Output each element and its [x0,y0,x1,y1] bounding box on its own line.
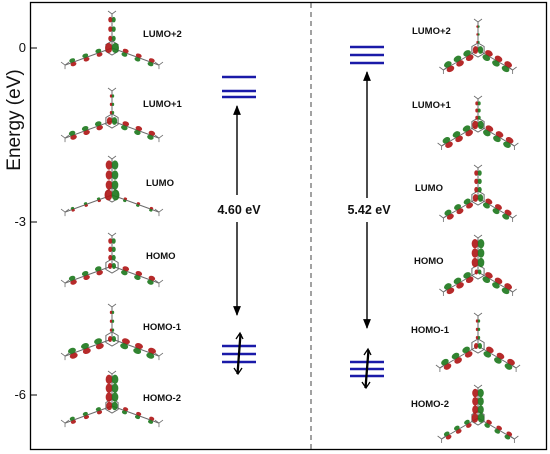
right-mo-homo1 [435,312,521,372]
y-axis-ticks: 0 -3 -6 [14,40,37,402]
right-mo-homo [439,234,517,296]
right-gap-label: 5.42 eV [347,203,391,217]
left-spin-down-arrow [233,333,243,376]
y-axis-label: Energy (eV) [4,69,25,170]
right-label-homo: HOMO [414,256,444,267]
right-spin-up-arrow [363,347,372,389]
right-lumo-levels [350,45,384,65]
left-label-lumo: LUMO [146,178,174,189]
right-label-lumo1: LUMO+1 [412,100,452,111]
right-label-lumo2: LUMO+2 [412,26,451,37]
y-tick-label-0: 0 [19,40,26,55]
left-spin-up-arrow [235,331,244,375]
left-mo-homo2 [60,370,164,428]
right-spin-down-arrow [361,349,371,390]
right-label-homo2: HOMO-2 [411,399,449,410]
right-mo-lumo [439,164,517,222]
left-label-homo1: HOMO-1 [143,322,182,333]
right-mo-homo2 [437,384,519,443]
left-mo-homo1 [60,303,164,361]
left-mo-homo [60,232,164,288]
left-gap-label: 4.60 eV [217,203,261,217]
left-label-lumo1: LUMO+1 [143,99,183,110]
left-lumo-levels [222,75,256,99]
right-orbital-pictures [435,18,521,443]
y-tick-label-3: -3 [14,214,26,229]
y-tick-label-6: -6 [14,387,26,402]
right-homo-levels [350,347,384,390]
right-label-lumo: LUMO [415,183,443,194]
left-mo-lumo1 [60,87,164,143]
left-mo-lumo2 [60,10,164,70]
right-mo-lumo1 [437,95,519,150]
right-label-homo1: HOMO-1 [411,325,450,336]
left-homo-levels [222,331,256,376]
right-mo-lumo2 [439,18,517,74]
left-mo-lumo [60,155,164,217]
plot-frame [29,1,548,451]
left-label-homo: HOMO [146,251,176,262]
left-label-homo2: HOMO-2 [143,393,181,404]
left-label-lumo2: LUMO+2 [143,29,182,40]
left-orbital-pictures [60,10,164,428]
